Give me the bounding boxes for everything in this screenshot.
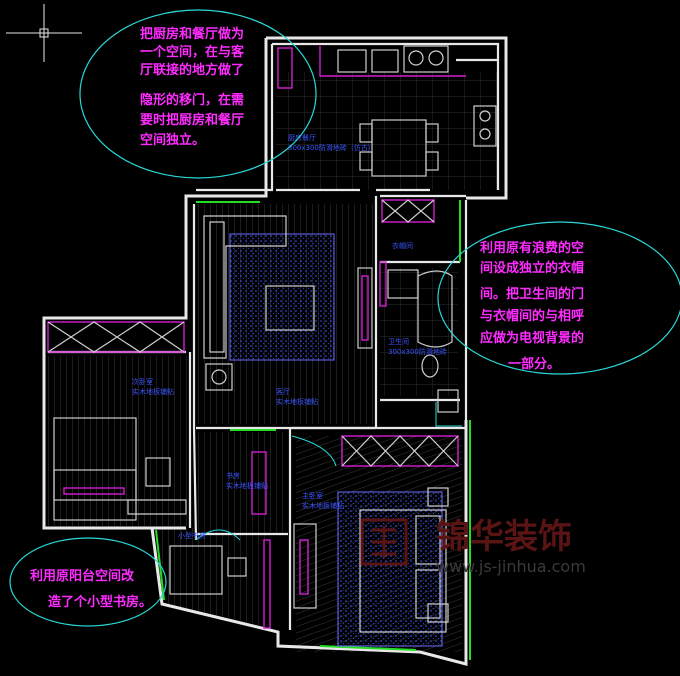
- crosshair-cursor-icon: [6, 4, 82, 62]
- wardrobe-note: 利用原有浪费的空 间设成独立的衣帽 间。把卫生间的门 与衣帽间的与相呼 应做为电…: [480, 240, 584, 372]
- walls: [42, 36, 508, 666]
- kitchen-note-line: 隐形的移门，在需: [140, 92, 244, 108]
- label-bathroom-spec: 300x300防滑地砖: [388, 347, 447, 356]
- study-note-line: 造了个小型书房。: [48, 594, 152, 610]
- kitchen-furniture: [277, 45, 497, 177]
- wardrobe-note-line: 利用原有浪费的空: [480, 240, 584, 256]
- study-furniture: [195, 451, 267, 541]
- kitchen-note-line: 空间独立。: [140, 132, 205, 148]
- wardrobe-note-line: 一部分。: [508, 356, 560, 372]
- label-second-bedroom-spec: 实木地板铺贴: [132, 387, 174, 396]
- study-note: 利用原阳台空间改 造了个小型书房。: [30, 568, 152, 610]
- study-note-ellipse: [9, 537, 167, 627]
- study-note-line: 利用原阳台空间改: [30, 568, 135, 584]
- label-kitchen-spec: 300x300防滑地砖（仿古）: [288, 143, 375, 152]
- label-living-name: 客厅: [276, 387, 290, 396]
- label-second-bedroom-name: 次卧室: [132, 377, 153, 386]
- kitchen-note: 把厨房和餐厅做为 一个空间，在与客 厅联接的地方做了 隐形的移门，在需 要时把厨…: [140, 26, 245, 148]
- wardrobe-note-line: 间。把卫生间的门: [480, 286, 584, 302]
- wardrobe-bath-furniture: [379, 199, 462, 427]
- watermark: 锦华装饰 www.js-jinhua.com: [360, 517, 586, 576]
- wardrobe-note-line: 间设成独立的衣帽: [480, 260, 584, 276]
- label-kitchen-name: 厨房餐厅: [288, 133, 316, 142]
- kitchen-note-line: 一个空间，在与客: [140, 44, 245, 60]
- label-master-bedroom-name: 主卧室: [302, 491, 323, 500]
- kitchen-note-line: 要时把厨房和餐厅: [140, 112, 244, 128]
- label-bathroom-name: 卫生间: [388, 337, 409, 346]
- windows: [155, 200, 471, 660]
- watermark-brand: 锦华装饰: [436, 517, 572, 557]
- watermark-url: www.js-jinhua.com: [436, 557, 586, 576]
- label-wardrobe-name: 衣帽间: [392, 241, 413, 250]
- label-study-name: 书房: [226, 471, 240, 480]
- label-study-spec: 实木地板铺贴: [226, 481, 268, 490]
- wardrobe-note-line: 与衣帽间的与相呼: [480, 308, 584, 324]
- kitchen-note-ellipse: [79, 9, 317, 179]
- kitchen-note-line: 把厨房和餐厅做为: [140, 26, 244, 42]
- second-bedroom-furniture: [47, 321, 187, 521]
- floor-fills: [46, 72, 498, 652]
- master-bedroom-furniture: [291, 435, 459, 647]
- room-labels: 厨房餐厅 300x300防滑地砖（仿古） 衣帽间 卫生间 300x300防滑地砖…: [132, 133, 447, 540]
- kitchen-note-line: 厅联接的地方做了: [140, 62, 244, 78]
- label-living-spec: 实木地板铺贴: [276, 397, 318, 406]
- wardrobe-note-line: 应做为电视背景的: [480, 330, 584, 346]
- small-study-furniture: [169, 539, 271, 629]
- living-room-furniture: [203, 215, 373, 391]
- label-master-bedroom-spec: 实木地板铺贴: [302, 501, 344, 510]
- label-small-study-name: 小型书房: [178, 531, 206, 540]
- wardrobe-note-ellipse: [437, 221, 680, 375]
